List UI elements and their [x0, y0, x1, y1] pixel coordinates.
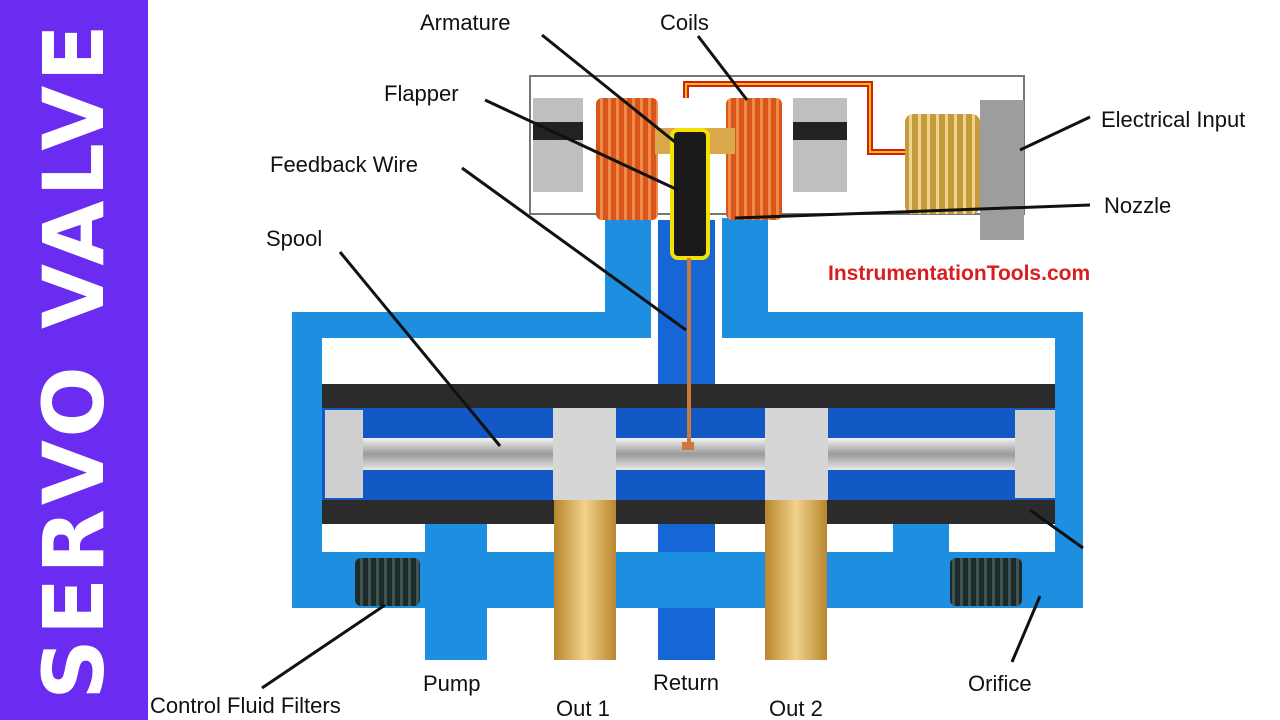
control-fluid-filter-left — [355, 558, 420, 606]
signal-wire-inner — [685, 83, 905, 153]
label-out2: Out 2 — [769, 696, 823, 720]
coil-left — [596, 98, 658, 220]
leader-spool — [338, 251, 502, 447]
labels: Armature Coils Flapper Feedback Wire Spo… — [150, 10, 1245, 720]
leader-feedback-wire — [461, 166, 687, 332]
out2-port — [765, 500, 827, 660]
pole-right-band — [793, 122, 847, 140]
label-coils: Coils — [660, 10, 709, 35]
upper-left-channel — [292, 312, 651, 338]
label-control-fluid-filters: Control Fluid Filters — [150, 693, 341, 718]
leader-right-edge — [1029, 508, 1084, 550]
out1-port — [554, 500, 616, 660]
pole-left — [533, 98, 583, 192]
label-orifice: Orifice — [968, 671, 1032, 696]
leader-armature — [541, 33, 676, 144]
lower-seal-bar — [322, 500, 1055, 524]
output-ports — [554, 500, 827, 660]
label-pump: Pump — [423, 671, 480, 696]
label-feedback-wire: Feedback Wire — [270, 152, 418, 177]
spool-land-right — [1015, 410, 1055, 498]
banner: SERVO VALVE — [0, 0, 148, 720]
lower-far-right-wall — [949, 524, 1055, 552]
spool-land-2 — [765, 408, 828, 500]
pole-right — [793, 98, 847, 192]
electrical-connector-nut — [980, 100, 1024, 240]
leader-nozzle — [734, 203, 1091, 220]
label-return: Return — [653, 670, 719, 695]
inner-right-wall — [722, 338, 1055, 384]
right-nozzle-channel — [722, 218, 768, 328]
label-spool: Spool — [266, 226, 322, 251]
label-nozzle: Nozzle — [1104, 193, 1171, 218]
pole-left-band — [533, 122, 583, 140]
left-nozzle-channel — [605, 218, 651, 328]
feedback-tip — [682, 442, 694, 450]
lower-left-wall — [322, 524, 425, 552]
leader-lines — [261, 33, 1091, 690]
feedback-wire — [687, 258, 691, 446]
torque-motor — [529, 75, 1025, 450]
flapper — [670, 128, 710, 260]
leader-electrical-input — [1019, 115, 1091, 152]
leader-flapper — [484, 98, 679, 192]
leader-control-fluid-filters — [261, 603, 386, 690]
label-electrical-input: Electrical Input — [1101, 107, 1245, 132]
upper-right-channel — [722, 312, 1083, 338]
label-armature: Armature — [420, 10, 510, 35]
control-fluid-filter-right — [950, 558, 1022, 606]
pump-pipe — [425, 500, 487, 660]
watermark: InstrumentationTools.com — [828, 262, 1090, 285]
spool-land-left — [325, 410, 363, 498]
label-out1: Out 1 — [556, 696, 610, 720]
leader-orifice — [1010, 595, 1042, 663]
label-flapper: Flapper — [384, 81, 459, 106]
spool-land-1 — [553, 408, 616, 500]
inner-left-wall — [322, 338, 651, 384]
electrical-connector-thread — [905, 114, 980, 214]
coil-right — [726, 98, 782, 220]
leader-coils — [696, 35, 749, 101]
